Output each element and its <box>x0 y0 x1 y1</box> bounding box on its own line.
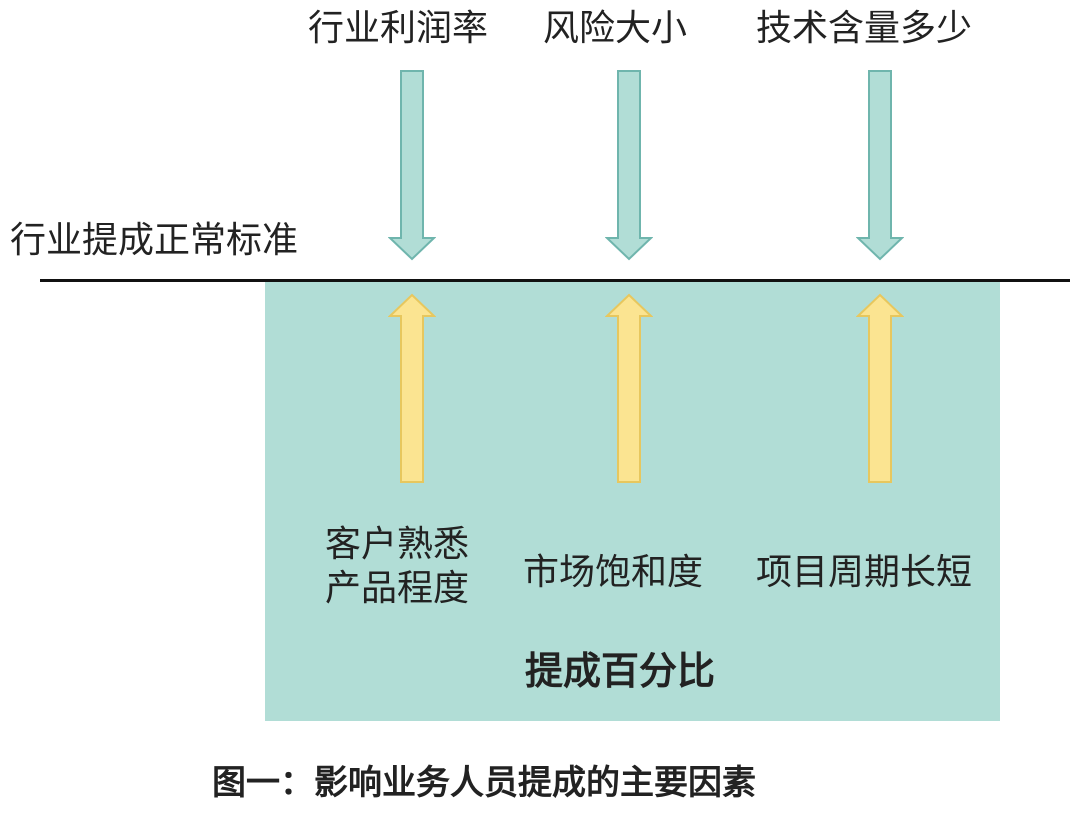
up-arrow-1 <box>605 293 653 483</box>
panel-title: 提成百分比 <box>525 649 716 693</box>
industry-standard-label: 行业提成正常标准 <box>10 220 299 261</box>
top-factor-risk-label: 风险大小 <box>543 8 688 49</box>
bottom-factor-familiarity-line-2: 产品程度 <box>325 568 470 609</box>
bottom-factor-saturation-label: 市场饱和度 <box>523 552 704 593</box>
down-arrow-2 <box>856 70 904 261</box>
bottom-factor-cycle-label: 项目周期长短 <box>756 552 973 593</box>
down-arrow-0 <box>388 70 436 261</box>
down-arrow-1 <box>605 70 653 261</box>
up-arrow-0 <box>388 293 436 483</box>
bottom-factor-familiarity-line-1: 客户熟悉 <box>325 524 470 565</box>
top-factor-tech-label: 技术含量多少 <box>756 8 973 49</box>
up-arrow-2 <box>856 293 904 483</box>
top-factor-profit-label: 行业利润率 <box>308 8 489 49</box>
standard-line <box>40 279 1070 282</box>
figure-caption: 图一：影响业务人员提成的主要因素 <box>212 763 756 803</box>
bottom-factor-familiarity-label: 客户熟悉 产品程度 <box>325 523 505 611</box>
